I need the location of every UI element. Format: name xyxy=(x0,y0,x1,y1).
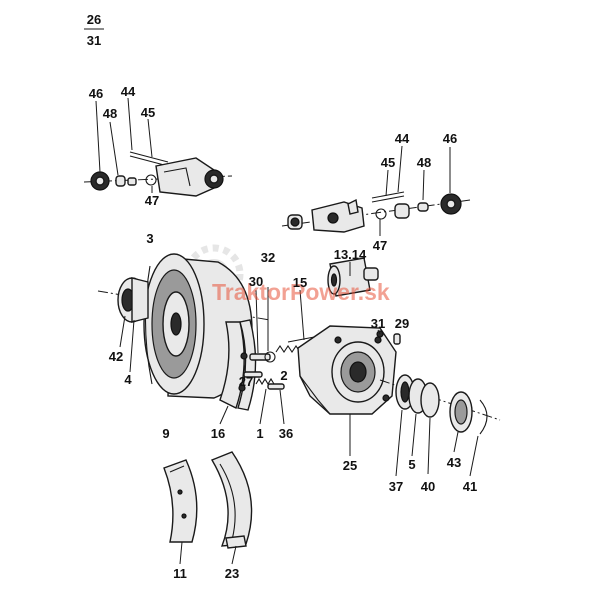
callout-46-right: 46 xyxy=(443,131,457,146)
callout-11: 11 xyxy=(173,566,187,581)
piston-48-right xyxy=(417,202,429,212)
wheel-cylinder-left-group xyxy=(83,97,233,197)
callout-31: 31 xyxy=(371,316,385,331)
piston-48-left xyxy=(115,175,126,187)
callout-5: 5 xyxy=(408,457,415,472)
callout-44-right: 44 xyxy=(395,131,410,146)
seal-47-right xyxy=(375,208,387,220)
callout-48-left: 48 xyxy=(103,106,117,121)
brake-shoe-23 xyxy=(210,451,253,565)
bearing-4 xyxy=(131,277,149,323)
pin-27 xyxy=(243,371,263,378)
callout-4: 4 xyxy=(124,372,132,387)
callout-15: 15 xyxy=(293,275,307,290)
callout-47-left: 47 xyxy=(145,193,159,208)
wheel-cylinder-13-14 xyxy=(327,257,379,297)
callout-25: 25 xyxy=(343,458,357,473)
watermark: TraktorPower.sk xyxy=(212,279,390,305)
page-number: 26 31 xyxy=(84,12,104,48)
callout-9: 9 xyxy=(162,426,169,441)
callout-43: 43 xyxy=(447,455,461,470)
hub-42 xyxy=(117,277,149,373)
pin-1 xyxy=(267,383,285,390)
wheel-cylinder-right-group xyxy=(281,145,471,236)
callout-46-left: 46 xyxy=(89,86,103,101)
brake-lining-11 xyxy=(163,459,198,565)
bolt-29 xyxy=(393,333,401,345)
callout-44-left: 44 xyxy=(121,84,136,99)
callout-47-right: 47 xyxy=(373,238,387,253)
page-number-top: 26 xyxy=(87,12,101,27)
backing-plate-25 xyxy=(297,325,401,456)
callout-48-right: 48 xyxy=(417,155,431,170)
callout-45-right: 45 xyxy=(381,155,395,170)
callout-3: 3 xyxy=(146,231,153,246)
seal-47-left xyxy=(145,174,157,186)
bleed-screw-44-right xyxy=(371,191,405,199)
callout-30: 30 xyxy=(249,274,263,289)
pin-30 xyxy=(249,353,271,361)
seal-rings xyxy=(379,374,501,477)
callout-27: 27 xyxy=(239,374,253,389)
callout-16: 16 xyxy=(211,426,225,441)
bleed-screw-44-left xyxy=(129,151,169,163)
callout-2: 2 xyxy=(280,368,287,383)
callout-13-14: 13.14 xyxy=(334,247,367,262)
circlip-41 xyxy=(479,399,488,435)
callout-45-left: 45 xyxy=(141,105,155,120)
callout-36: 36 xyxy=(279,426,293,441)
callout-32: 32 xyxy=(261,250,275,265)
ring-40 xyxy=(420,382,440,418)
callout-labels: 46 44 48 45 47 44 46 45 48 47 3 32 30 15… xyxy=(89,84,477,581)
callout-37: 37 xyxy=(389,479,403,494)
callout-41: 41 xyxy=(463,479,477,494)
brake-shoe-16 xyxy=(219,319,257,425)
callout-40: 40 xyxy=(421,479,435,494)
washer-32 xyxy=(264,351,276,363)
piston-right xyxy=(394,203,410,219)
callout-1: 1 xyxy=(256,426,263,441)
callout-29: 29 xyxy=(395,316,409,331)
spring-2 xyxy=(255,377,275,386)
callout-42: 42 xyxy=(109,349,123,364)
page-number-bottom: 31 xyxy=(87,33,101,48)
callout-23: 23 xyxy=(225,566,239,581)
